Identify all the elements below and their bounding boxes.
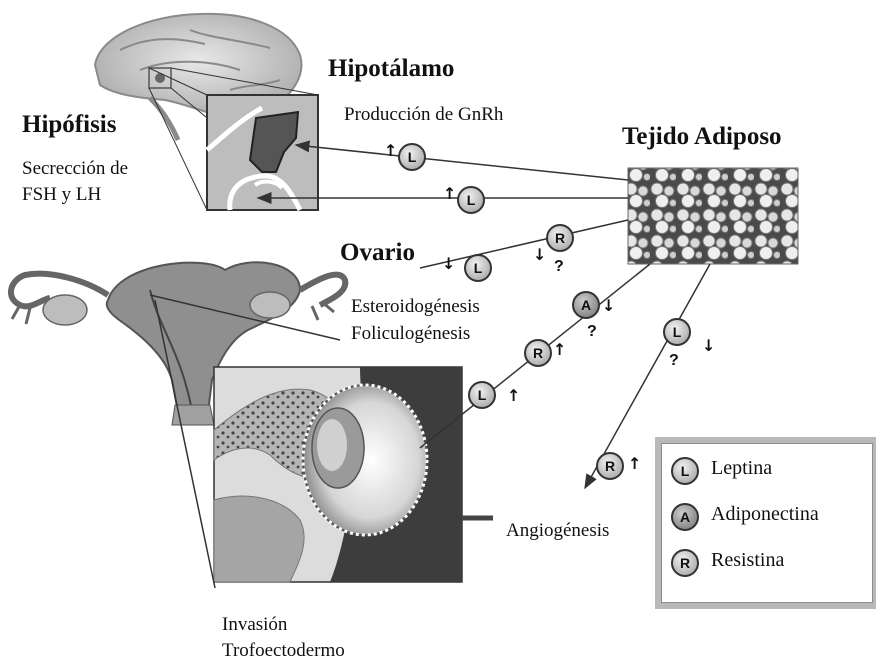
down-arrow-adiponectin: ↓ [602, 298, 615, 314]
question-mark-adiponectin: ? [587, 323, 597, 341]
leptin-badge-hipotalamo: L [398, 143, 426, 171]
adipose-tissue-image [628, 168, 798, 264]
resistin-badge-implantation: R [524, 339, 552, 367]
label-gnrh: Producción de GnRh [344, 102, 503, 127]
legend-box: L Leptina A Adiponectina R Resistina [655, 437, 876, 609]
label-hipotalamo: Hipotálamo [328, 55, 454, 83]
leptin-badge-ovario: L [464, 254, 492, 282]
label-invasion-line2: Trofoectodermo [222, 638, 345, 663]
legend-leptin-badge: L [671, 457, 699, 485]
label-tejido-adiposo: Tejido Adiposo [622, 123, 782, 151]
resistin-badge-angiogenesis: R [596, 452, 624, 480]
label-secreccion-line1: Secrección de [22, 156, 128, 181]
up-arrow-hipofisis: ↑ [443, 186, 456, 202]
up-arrow-resistin-implantation: ↑ [553, 342, 566, 358]
legend-leptin-label: Leptina [711, 457, 772, 480]
label-secreccion-line2: FSH y LH [22, 182, 101, 207]
resistin-badge-ovario: R [546, 224, 574, 252]
hypothalamus-inset [207, 95, 318, 210]
legend-adiponectin-badge: A [671, 503, 699, 531]
label-invasion-line1: Invasión [222, 612, 287, 637]
up-arrow-resistin-angiogenesis: ↑ [628, 456, 641, 472]
down-arrow-ovario-resistin: ↓ [533, 247, 546, 263]
down-arrow-leptin-angiogenesis: ↓ [702, 338, 715, 354]
legend-resistin-badge: R [671, 549, 699, 577]
up-arrow-gnrh: ↑ [384, 143, 397, 159]
question-mark-angiogenesis: ? [669, 352, 679, 370]
label-esteroidogenesis: Esteroidogénesis [351, 294, 480, 319]
label-hipofisis: Hipófisis [22, 111, 116, 139]
label-angiogenesis: Angiogénesis [506, 518, 609, 543]
legend-adiponectin-label: Adiponectina [711, 503, 819, 526]
down-arrow-ovario-leptin: ↓ [442, 256, 455, 272]
question-mark-ovario: ? [554, 258, 564, 276]
up-arrow-leptin-implantation: ↑ [507, 388, 520, 404]
adiponectin-badge: A [572, 291, 600, 319]
leptin-badge-implantation: L [468, 381, 496, 409]
implantation-inset [214, 367, 462, 582]
label-ovario: Ovario [340, 239, 415, 267]
legend-resistin-label: Resistina [711, 549, 784, 572]
leptin-badge-hipofisis: L [457, 186, 485, 214]
leptin-badge-angiogenesis: L [663, 318, 691, 346]
label-foliculogenesis: Foliculogénesis [351, 321, 470, 346]
